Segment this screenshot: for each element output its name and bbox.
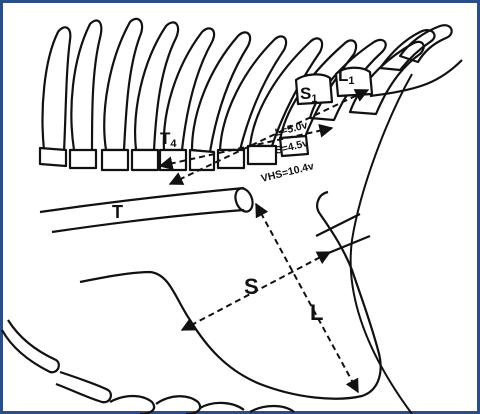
spinous-processes [43, 19, 452, 152]
trachea [40, 186, 256, 232]
short-axis-label: S [244, 274, 259, 299]
sternebrae [2, 320, 294, 414]
t4-label: T4 [160, 129, 177, 150]
trachea-label: T [112, 202, 123, 222]
long-axis-label: L [310, 300, 323, 325]
long-axis-line [256, 204, 358, 392]
